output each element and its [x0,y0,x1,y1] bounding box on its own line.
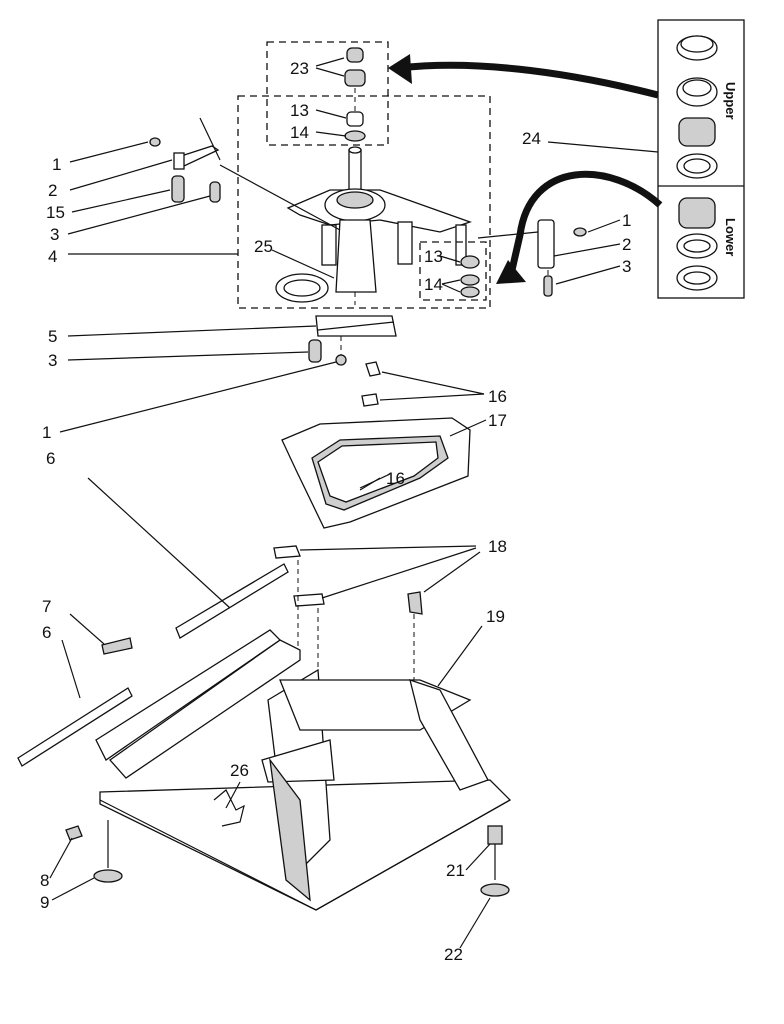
callout-2-right: 2 [622,235,631,254]
leader-lines [49,57,659,949]
callout-25: 25 [254,237,273,256]
left-bracket-parts [149,117,341,231]
bearing-legend: Upper Lower [657,19,745,299]
callout-6-upper: 6 [46,449,55,468]
lower-bearing-stack [460,255,480,298]
callout-3-right: 3 [622,257,631,276]
leg-left [65,820,123,883]
callout-14-lower: 14 [424,275,443,294]
callout-1-upper-left: 1 [52,155,61,174]
lower-bearing-box [419,241,487,301]
callout-16-upper: 16 [488,387,507,406]
callout-22: 22 [444,945,463,964]
callout-23: 23 [290,59,309,78]
callout-21: 21 [446,861,465,880]
callout-19: 19 [486,607,505,626]
callout-numbers: 1 2 15 3 4 23 13 14 25 13 14 24 1 2 3 5 … [40,59,631,964]
callout-2-upper-left: 2 [48,181,57,200]
curved-arrows [388,54,663,284]
hub-spider [286,146,472,305]
callout-15: 15 [46,203,65,222]
leg-right [480,825,510,897]
callout-1-right: 1 [622,211,631,230]
rails [17,563,289,767]
callout-3-upper-left: 3 [50,225,59,244]
callout-26: 26 [230,761,249,780]
upper-bearing-box [266,41,389,146]
right-bracket-parts [477,219,587,297]
legend-lower-label: Lower [723,218,738,256]
lower-bearing-set [676,197,718,291]
callout-9: 9 [40,893,49,912]
callout-5: 5 [48,327,57,346]
upper-bearing-stack [344,47,366,142]
bracket-5 [308,315,397,366]
callout-17: 17 [488,411,507,430]
callout-18: 18 [488,537,507,556]
legend-upper-label: Upper [723,82,738,120]
callout-24: 24 [522,129,541,148]
clips-18 [273,545,423,680]
callout-3-mid: 3 [48,351,57,370]
callout-8: 8 [40,871,49,890]
callout-6-lower: 6 [42,623,51,642]
callout-7: 7 [42,597,51,616]
base-frame-19 [95,629,512,911]
hub-assembly-box [237,95,491,309]
clip-26 [213,789,245,827]
callout-16-lower: 16 [386,469,405,488]
seal-25 [275,273,329,303]
callout-1-mid: 1 [42,423,51,442]
callout-13-upper: 13 [290,101,309,120]
callout-13-lower: 13 [424,247,443,266]
plate-17 [281,417,471,529]
callout-4: 4 [48,247,57,266]
upper-bearing-set [676,35,718,179]
callout-14-upper: 14 [290,123,309,142]
